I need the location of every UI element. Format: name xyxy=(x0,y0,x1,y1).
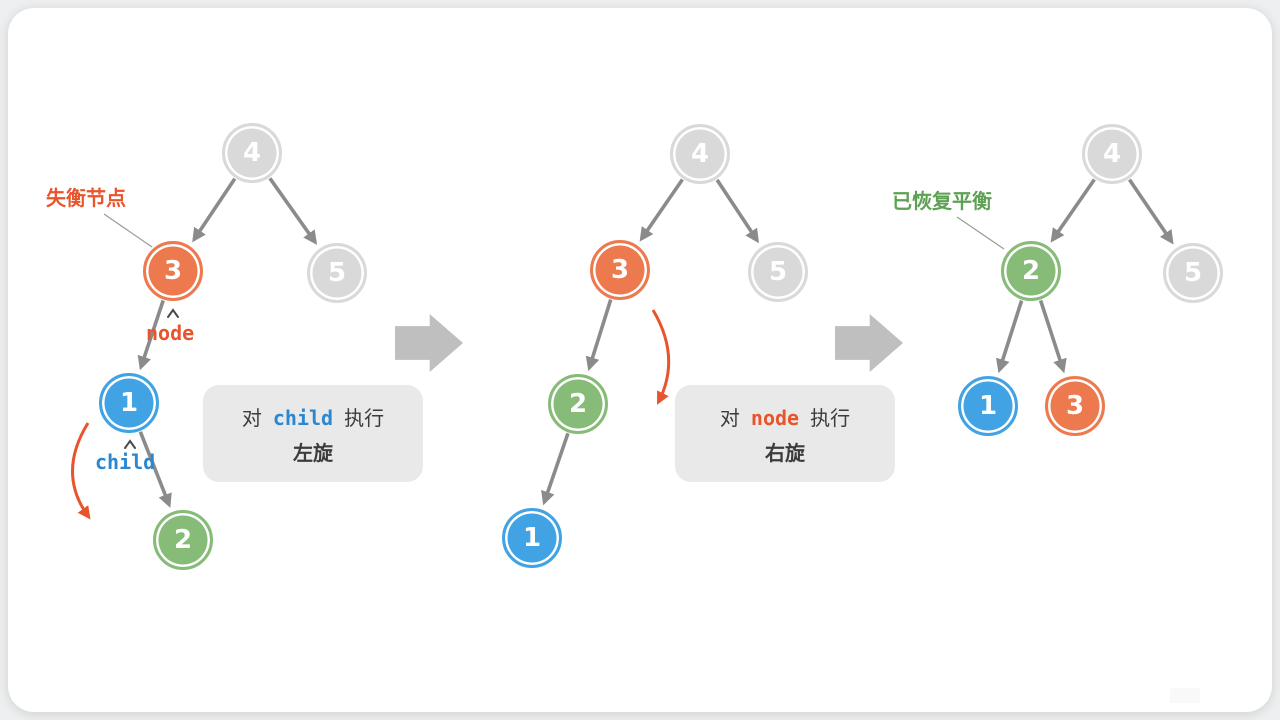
tree-node-value: 2 xyxy=(568,389,588,419)
instruction-text: 执行 xyxy=(344,405,385,430)
tree-node-4: 4 xyxy=(1082,124,1142,184)
tree-node-value: 1 xyxy=(522,523,542,553)
instruction-line2: 左旋 xyxy=(293,440,333,465)
instruction-box-left-rotate: 对 child 执行 左旋 xyxy=(203,385,423,482)
tree-node-5: 5 xyxy=(307,243,367,303)
tree-node-4: 4 xyxy=(222,123,282,183)
tree-node-value: 5 xyxy=(327,258,347,288)
instruction-box-right-rotate: 对 node 执行 右旋 xyxy=(675,385,895,482)
rotation-target-keyword: node xyxy=(750,405,800,430)
tree-node-3: 3 xyxy=(143,241,203,301)
tree-node-value: 3 xyxy=(610,255,630,285)
tree-node-5: 5 xyxy=(748,242,808,302)
tree-node-1: 1 xyxy=(502,508,562,568)
tree-node-value: 3 xyxy=(163,256,183,286)
tree-node-2: 2 xyxy=(548,374,608,434)
rebalanced-label: 已恢复平衡 xyxy=(892,189,992,213)
tree-node-2: 2 xyxy=(1001,241,1061,301)
tree-node-value: 1 xyxy=(119,388,139,418)
tree-node-3: 3 xyxy=(1045,376,1105,436)
tree-node-5: 5 xyxy=(1163,243,1223,303)
instruction-line1: 对 child 执行 xyxy=(242,402,384,431)
tree-node-value: 2 xyxy=(173,525,193,555)
tree-node-value: 1 xyxy=(978,391,998,421)
instruction-text: 对 xyxy=(241,405,262,430)
unbalanced-node-label: 失衡节点 xyxy=(46,186,126,210)
tree-node-4: 4 xyxy=(670,124,730,184)
tree-node-1: 1 xyxy=(99,373,159,433)
tree-node-2: 2 xyxy=(153,510,213,570)
instruction-line1: 对 node 执行 xyxy=(720,402,850,431)
diagram-card xyxy=(8,8,1272,712)
child-pointer-label: child xyxy=(95,450,156,474)
tree-node-1: 1 xyxy=(958,376,1018,436)
tree-node-value: 5 xyxy=(768,257,788,287)
tree-node-value: 4 xyxy=(242,138,262,168)
watermark-remnant xyxy=(1170,688,1200,703)
instruction-text: 对 xyxy=(719,405,740,430)
tree-node-value: 5 xyxy=(1183,258,1203,288)
tree-node-3: 3 xyxy=(590,240,650,300)
rotation-target-keyword: child xyxy=(272,405,334,430)
tree-node-value: 2 xyxy=(1021,256,1041,286)
tree-node-value: 4 xyxy=(1102,139,1122,169)
instruction-line2: 右旋 xyxy=(765,440,805,465)
node-pointer-label: node xyxy=(146,321,195,345)
instruction-text: 执行 xyxy=(810,405,851,430)
tree-node-value: 4 xyxy=(690,139,710,169)
tree-node-value: 3 xyxy=(1065,391,1085,421)
